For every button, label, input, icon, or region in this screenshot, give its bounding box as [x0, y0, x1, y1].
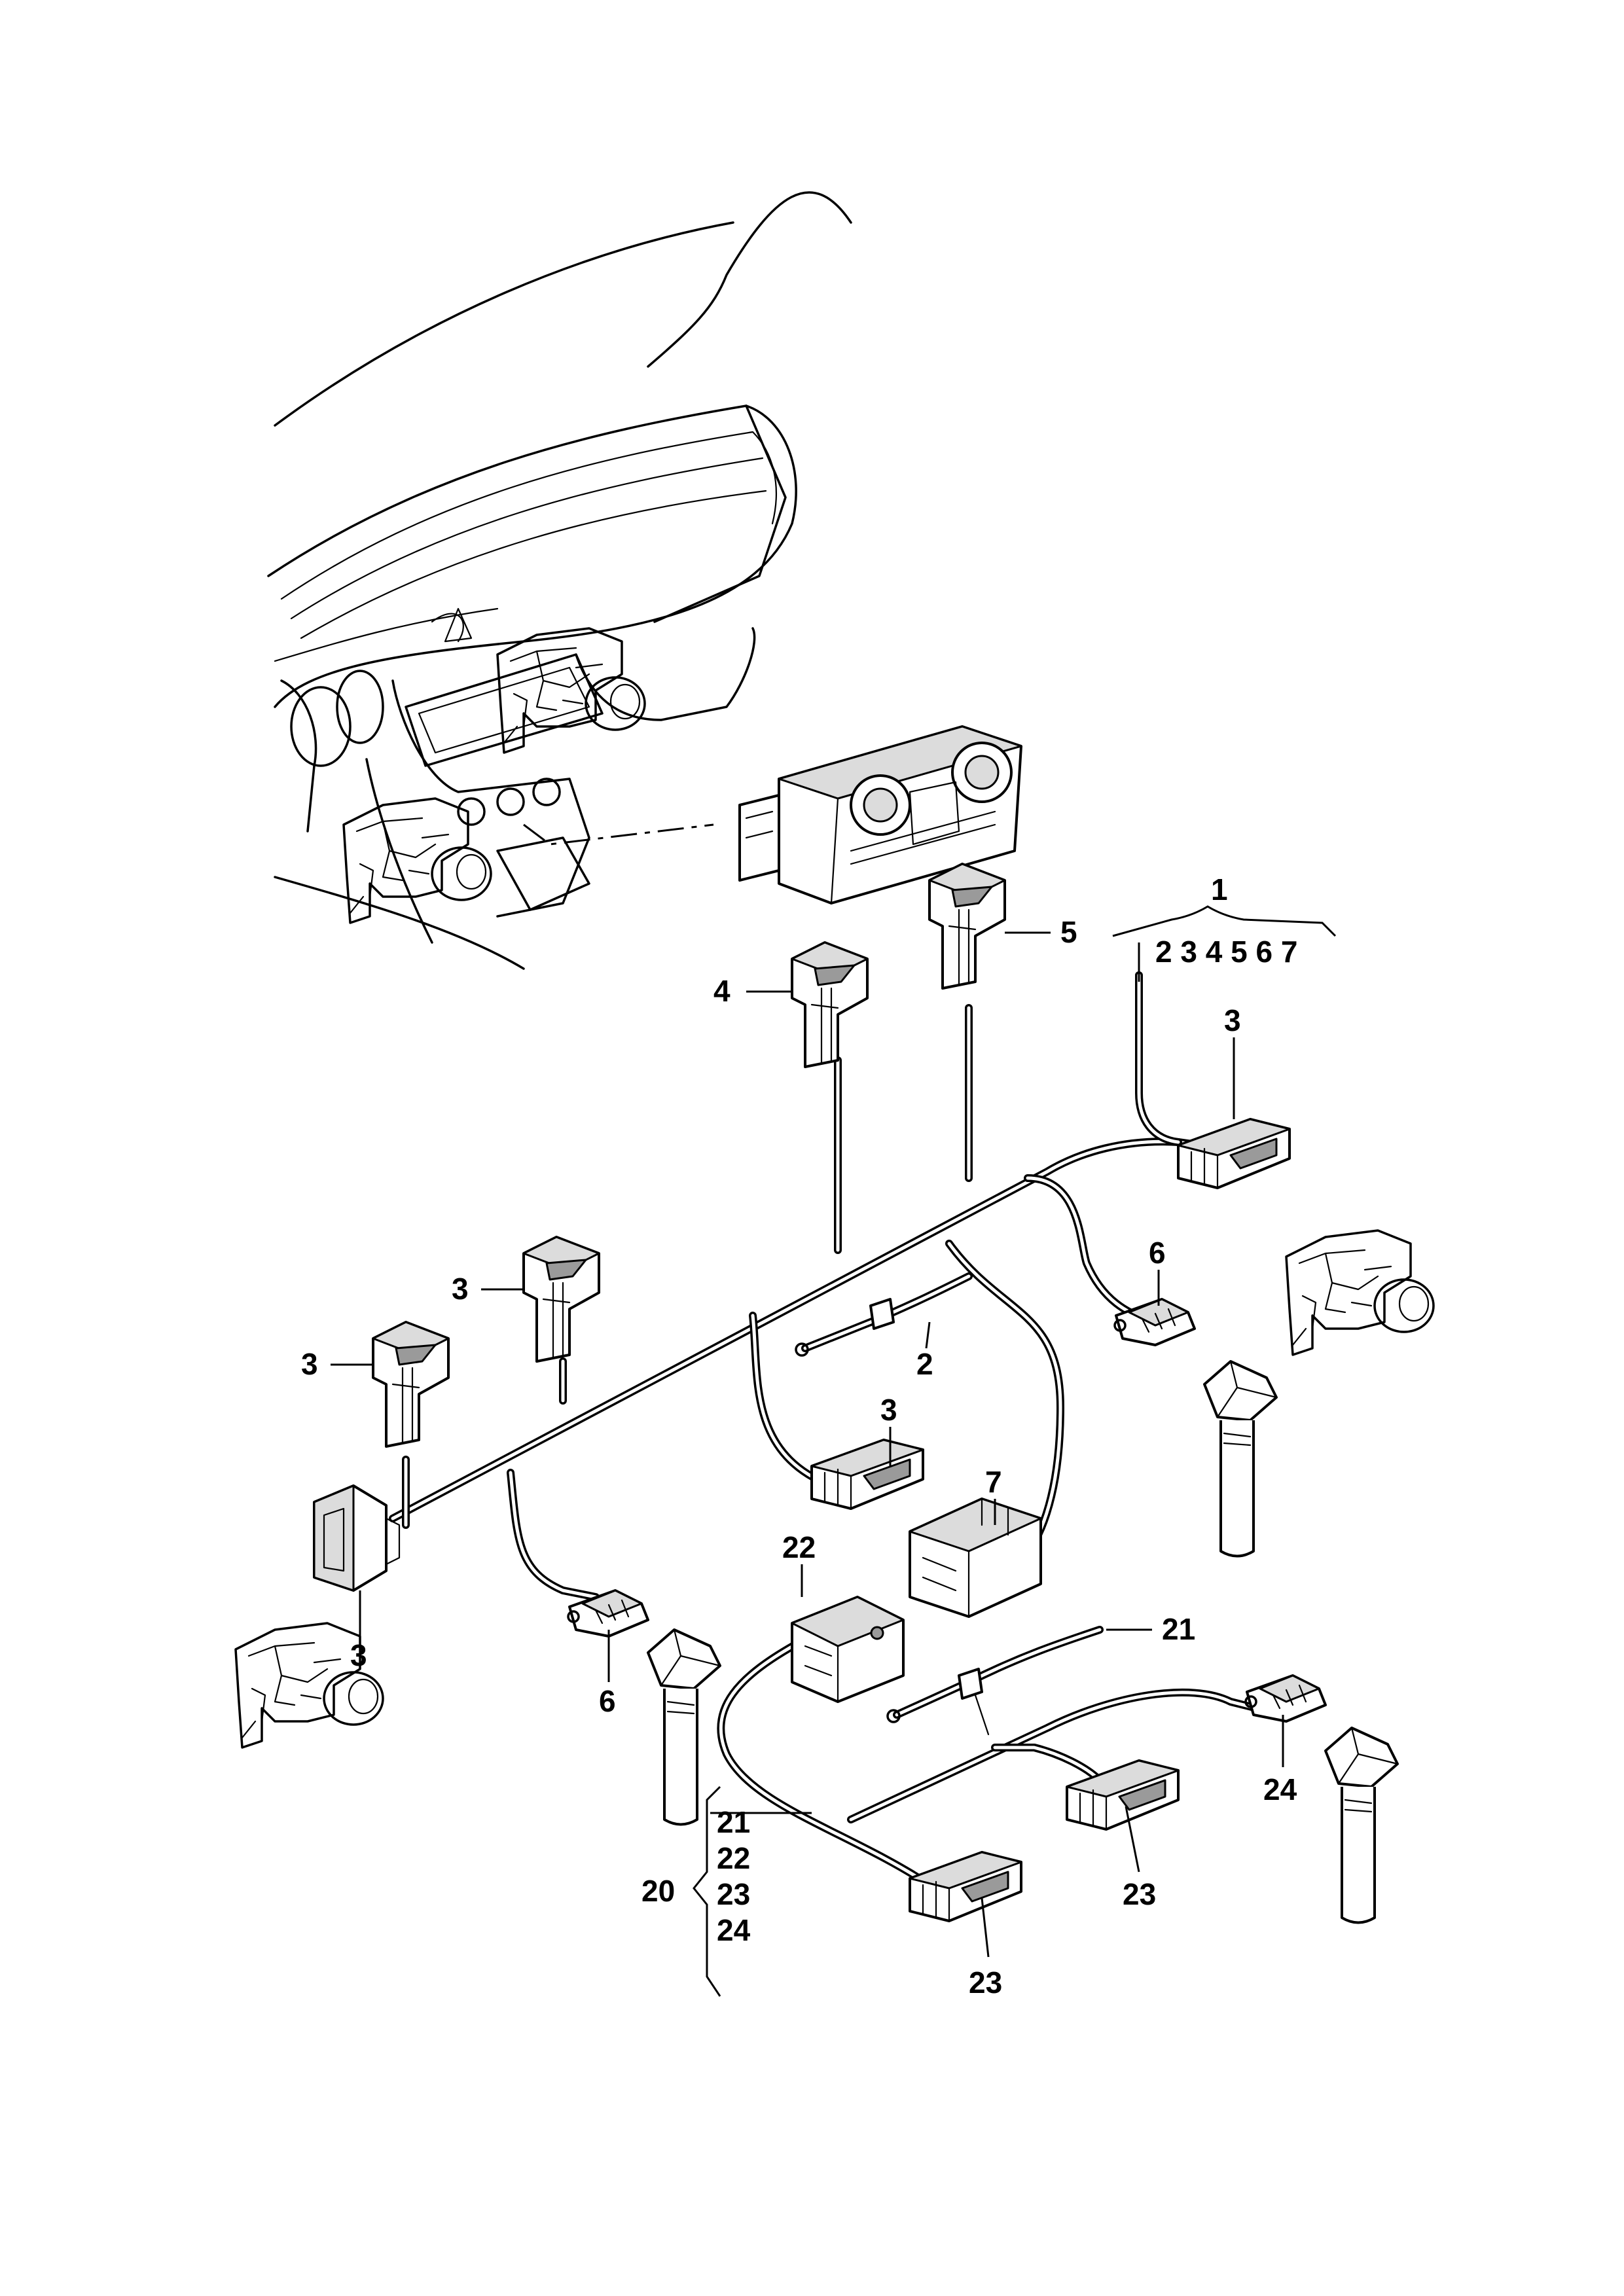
callout-3-mid-upper: 3 — [452, 1272, 469, 1306]
callout-23-bottom: 23 — [969, 1965, 1002, 2000]
connector-5 — [928, 863, 1006, 990]
callout-4: 4 — [713, 974, 731, 1008]
callout-20-item-21: 21 — [717, 1805, 750, 1839]
callout-20-item-22: 22 — [717, 1841, 750, 1875]
callout-2: 2 — [916, 1347, 933, 1381]
callout-24: 24 — [1263, 1772, 1297, 1806]
wiring-harness-20 — [717, 1626, 1261, 1889]
connector-3-bottom-left — [313, 1484, 401, 1592]
callout-20-item-23: 23 — [717, 1877, 750, 1911]
callout-3-mid-left: 3 — [301, 1347, 318, 1381]
connector-3-mid-left — [372, 1321, 450, 1448]
connector-24 — [1244, 1674, 1327, 1723]
connector-3-top-right — [1177, 1118, 1291, 1189]
callout-1: 1 — [1211, 872, 1228, 906]
callout-21: 21 — [1162, 1612, 1195, 1646]
connector-7 — [909, 1498, 1042, 1618]
connector-3-mid-upper — [522, 1236, 600, 1363]
callout-20-item-24: 24 — [717, 1913, 751, 1947]
dashboard-outline — [267, 191, 852, 970]
connector-23-bottom — [909, 1851, 1022, 1922]
callout-5: 5 — [1060, 915, 1077, 949]
connector-4 — [791, 941, 869, 1068]
callout-3-top-right: 3 — [1224, 1003, 1241, 1037]
temperature-sensor-icon — [647, 1628, 721, 1826]
servo-motor-icon — [496, 627, 646, 754]
connector-22 — [791, 1596, 905, 1703]
bracket-20 — [693, 1785, 812, 1997]
wiring-harness-main — [389, 971, 1228, 1601]
climate-control-unit — [738, 725, 1022, 905]
callouts: 1 2 3 4 5 6 7 5 4 3 3 3 3 3 6 6 2 7 22 2… — [301, 872, 1297, 2000]
callout-7: 7 — [985, 1465, 1002, 1499]
callout-23-right: 23 — [1123, 1877, 1156, 1911]
callout-20: 20 — [641, 1874, 675, 1908]
callout-6-right: 6 — [1149, 1236, 1166, 1270]
callout-22: 22 — [782, 1530, 816, 1564]
callout-1-list: 2 3 4 5 6 7 — [1155, 935, 1297, 969]
servo-motor-icon — [1285, 1229, 1435, 1356]
temperature-sensor-icon — [1203, 1360, 1278, 1558]
callout-3-bottom-left: 3 — [350, 1638, 367, 1672]
temperature-sensor-icon — [1324, 1727, 1399, 1924]
leader-lines — [331, 931, 1284, 1958]
bracket-1 — [1112, 905, 1337, 982]
connector-3-center — [810, 1439, 924, 1510]
callout-6-left: 6 — [599, 1684, 616, 1718]
wire-clip-2 — [795, 1272, 973, 1357]
callout-3-center: 3 — [880, 1393, 897, 1427]
